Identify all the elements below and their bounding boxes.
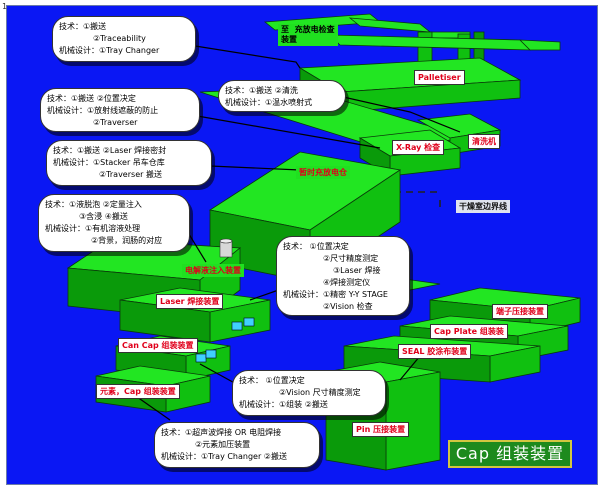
leader-c1: [169, 41, 301, 69]
callout-laser-weld: 技术： ①位置决定 ②尺寸精度测定 ③Laser 焊接 ④焊接测定仪 机械设计：…: [276, 236, 410, 316]
leader-c4: [209, 165, 301, 171]
callout-xray: 技术：①搬送 ②位置决定 机械设计：①放射线遮蔽的防止 ②Traverser: [40, 88, 200, 132]
label-pin-press: Pin 压接装置: [352, 422, 410, 437]
label-electrolyte: 电解液注入装置: [182, 264, 244, 277]
label-can-cap: Can Cap 组装装置: [118, 338, 198, 353]
leader-c2: [329, 93, 461, 133]
dry-room-boundary: [322, 191, 441, 210]
callout-aging: 技术：①搬送 ②Laser 焊接密封 机械设计：①Stacker 吊车仓库 ②T…: [46, 140, 212, 186]
label-seal: SEAL 胶涂布装置: [398, 344, 472, 359]
label-cap-plate: Cap Plate 组装装: [430, 324, 508, 339]
label-dry-room: 干燥室边界线: [456, 200, 510, 213]
callout-vision: 技术： ①位置决定 ②Vision 尺寸精度测定 机械设计：①组装 ②搬送: [232, 370, 386, 416]
callout-ultrasonic: 技术：①超声波焊接 OR 电阻焊接 ②元素加压装置 机械设计：①Tray Cha…: [154, 422, 320, 468]
label-element-cap: 元素，Cap 组装装置: [96, 384, 180, 399]
label-aging: 暂时充放电仓: [296, 166, 350, 179]
corner-mark: 1: [2, 2, 8, 11]
leader-seal: [399, 355, 421, 381]
label-laser-weld: Laser 焊接装置: [156, 294, 224, 309]
callout-electrolyte: 技术：①液脱泡 ②定量注入 ③含浸 ④搬送 机械设计：①有机溶液处理 ②背景，润…: [38, 194, 190, 252]
laser-weld-block: [119, 287, 271, 343]
label-inspection-stage: 至 充放电检查 装置: [278, 24, 338, 46]
diagram-title: Cap 组装装置: [448, 440, 572, 468]
label-palletiser: Palletiser: [414, 70, 465, 85]
label-cleaning: 清洗机: [468, 134, 500, 149]
label-xray: X-Ray 检查: [392, 140, 445, 155]
leader-c3: [185, 113, 381, 149]
callout-cleaning: 技术：①搬送 ②清洗 机械设计：①温水喷射式: [218, 80, 346, 112]
label-tab-press: 端子压接装置: [492, 304, 548, 319]
callout-traceability: 技术：①搬送 ②Traceability 机械设计：①Tray Changer: [52, 16, 196, 62]
